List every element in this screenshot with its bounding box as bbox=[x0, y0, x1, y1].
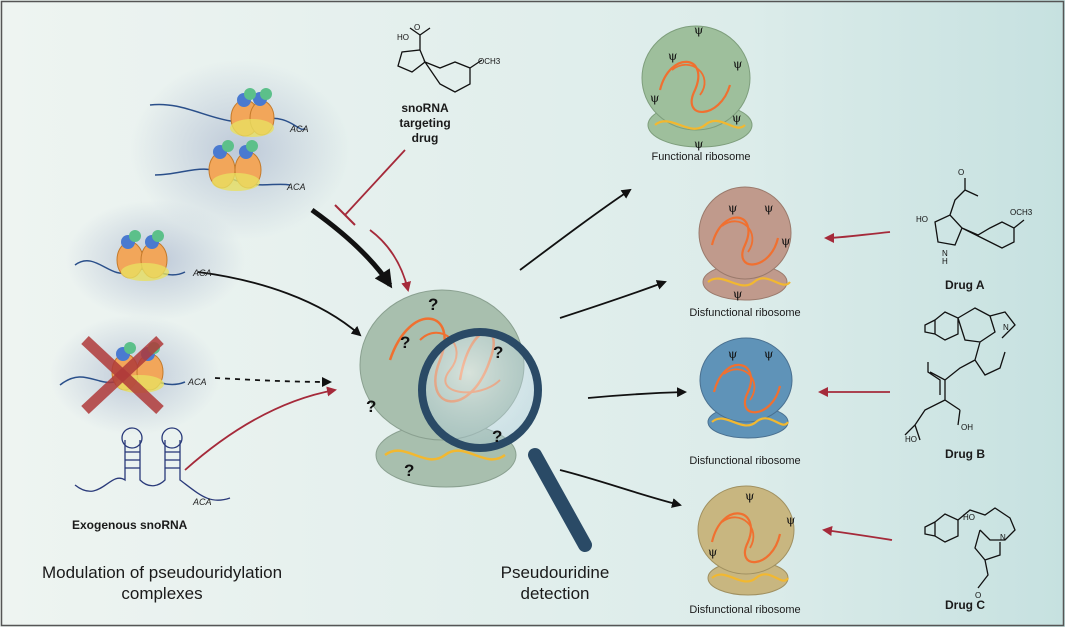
drug-a-structure bbox=[934, 178, 1025, 249]
atom-label: O bbox=[975, 591, 981, 600]
snornp-complex-top bbox=[149, 88, 306, 191]
atom-label: HO bbox=[905, 435, 917, 444]
modulation-label: Modulation of pseudouridylation complexe… bbox=[22, 562, 302, 604]
red-arrow bbox=[184, 386, 337, 471]
psi-mark: ψ bbox=[732, 111, 741, 125]
question-mark: ? bbox=[404, 461, 414, 480]
aca-label: ACA bbox=[286, 182, 306, 192]
psi-mark: ψ bbox=[728, 201, 737, 215]
psi-mark: ψ bbox=[668, 49, 677, 63]
psi-mark: ψ bbox=[781, 234, 790, 248]
aca-label: ACA bbox=[289, 124, 309, 134]
drug-a-arrow bbox=[824, 231, 891, 243]
exogenous-snorna-structure bbox=[74, 427, 231, 501]
drug-b-structure bbox=[904, 307, 1016, 441]
snorna-drug-structure bbox=[397, 27, 483, 93]
arrow bbox=[197, 271, 362, 337]
exogenous-snorna-label: Exogenous snoRNA bbox=[72, 518, 188, 532]
question-mark: ? bbox=[493, 343, 503, 362]
question-mark: ? bbox=[428, 295, 438, 314]
drug-a-label: Drug A bbox=[945, 278, 985, 292]
psi-mark: ψ bbox=[764, 201, 773, 215]
arrow bbox=[587, 387, 687, 399]
disfunctional-ribosome-b bbox=[699, 337, 793, 439]
psi-mark: ψ bbox=[786, 513, 795, 527]
disfunctional-ribosome-label: Disfunctional ribosome bbox=[689, 307, 801, 319]
functional-ribosome bbox=[641, 25, 753, 148]
disfunctional-ribosome-label: Disfunctional ribosome bbox=[689, 455, 801, 467]
snornp-complex-inhibited bbox=[59, 335, 186, 415]
atom-label: H bbox=[942, 257, 948, 266]
question-mark: ? bbox=[400, 333, 410, 352]
atom-label: OCH3 bbox=[1010, 208, 1033, 217]
atom-label: N bbox=[1000, 533, 1006, 542]
snorna-drug-line: snoRNA bbox=[401, 101, 449, 115]
drug-b-label: Drug B bbox=[945, 447, 985, 461]
modulation-line: Modulation of pseudouridylation bbox=[41, 563, 283, 582]
cross-mark bbox=[81, 335, 164, 415]
atom-label: N bbox=[1003, 323, 1009, 332]
aca-label: ACA bbox=[192, 268, 212, 278]
atom-label: HO bbox=[963, 513, 975, 522]
psi-mark: ψ bbox=[728, 347, 737, 361]
psi-mark: ψ bbox=[694, 137, 703, 151]
snorna-drug-label: snoRNA targeting drug bbox=[383, 101, 467, 146]
atom-label: N bbox=[942, 249, 948, 258]
psi-mark: ψ bbox=[708, 545, 717, 559]
functional-ribosome-label: Functional ribosome bbox=[651, 151, 751, 163]
snorna-drug-line: targeting bbox=[399, 116, 451, 130]
atom-label: OH bbox=[961, 423, 973, 432]
disfunctional-ribosome-a bbox=[698, 186, 792, 301]
inhibition-line bbox=[344, 149, 406, 216]
arrow bbox=[559, 280, 667, 319]
disfunctional-ribosome-c bbox=[697, 485, 795, 596]
psi-mark: ψ bbox=[745, 489, 754, 503]
modulation-line: complexes bbox=[121, 584, 203, 603]
psi-mark: ψ bbox=[733, 287, 742, 301]
aca-label: ACA bbox=[192, 497, 212, 507]
psi-mark: ψ bbox=[764, 347, 773, 361]
atom-label: HO bbox=[916, 215, 928, 224]
atom-label: O bbox=[958, 168, 964, 177]
psi-mark: ψ bbox=[650, 91, 659, 105]
arrow bbox=[559, 469, 682, 508]
drug-c-arrow bbox=[822, 526, 893, 541]
snornp-complex-middle bbox=[74, 230, 186, 281]
psi-mark: ψ bbox=[694, 23, 703, 37]
atom-label: OCH3 bbox=[478, 57, 501, 66]
detection-line: detection bbox=[520, 584, 590, 603]
detection-line: Pseudouridine bbox=[500, 563, 610, 582]
red-arrow bbox=[369, 229, 411, 292]
drug-c-structure bbox=[924, 507, 1016, 589]
inhibition-bar bbox=[334, 204, 356, 226]
strong-arrow bbox=[310, 207, 393, 289]
dashed-arrow bbox=[214, 376, 332, 387]
arrow bbox=[519, 188, 632, 271]
detection-label: Pseudouridine detection bbox=[490, 562, 620, 604]
atom-label: HO bbox=[397, 33, 409, 42]
drug-c-label: Drug C bbox=[945, 598, 985, 612]
disfunctional-ribosome-label: Disfunctional ribosome bbox=[689, 604, 801, 616]
aca-label: ACA bbox=[187, 377, 207, 387]
question-mark: ? bbox=[492, 427, 502, 446]
question-mark: ? bbox=[366, 397, 376, 416]
atom-label: O bbox=[414, 23, 420, 32]
psi-mark: ψ bbox=[733, 57, 742, 71]
snorna-drug-line: drug bbox=[411, 131, 439, 145]
magnifying-glass-icon bbox=[418, 328, 592, 552]
